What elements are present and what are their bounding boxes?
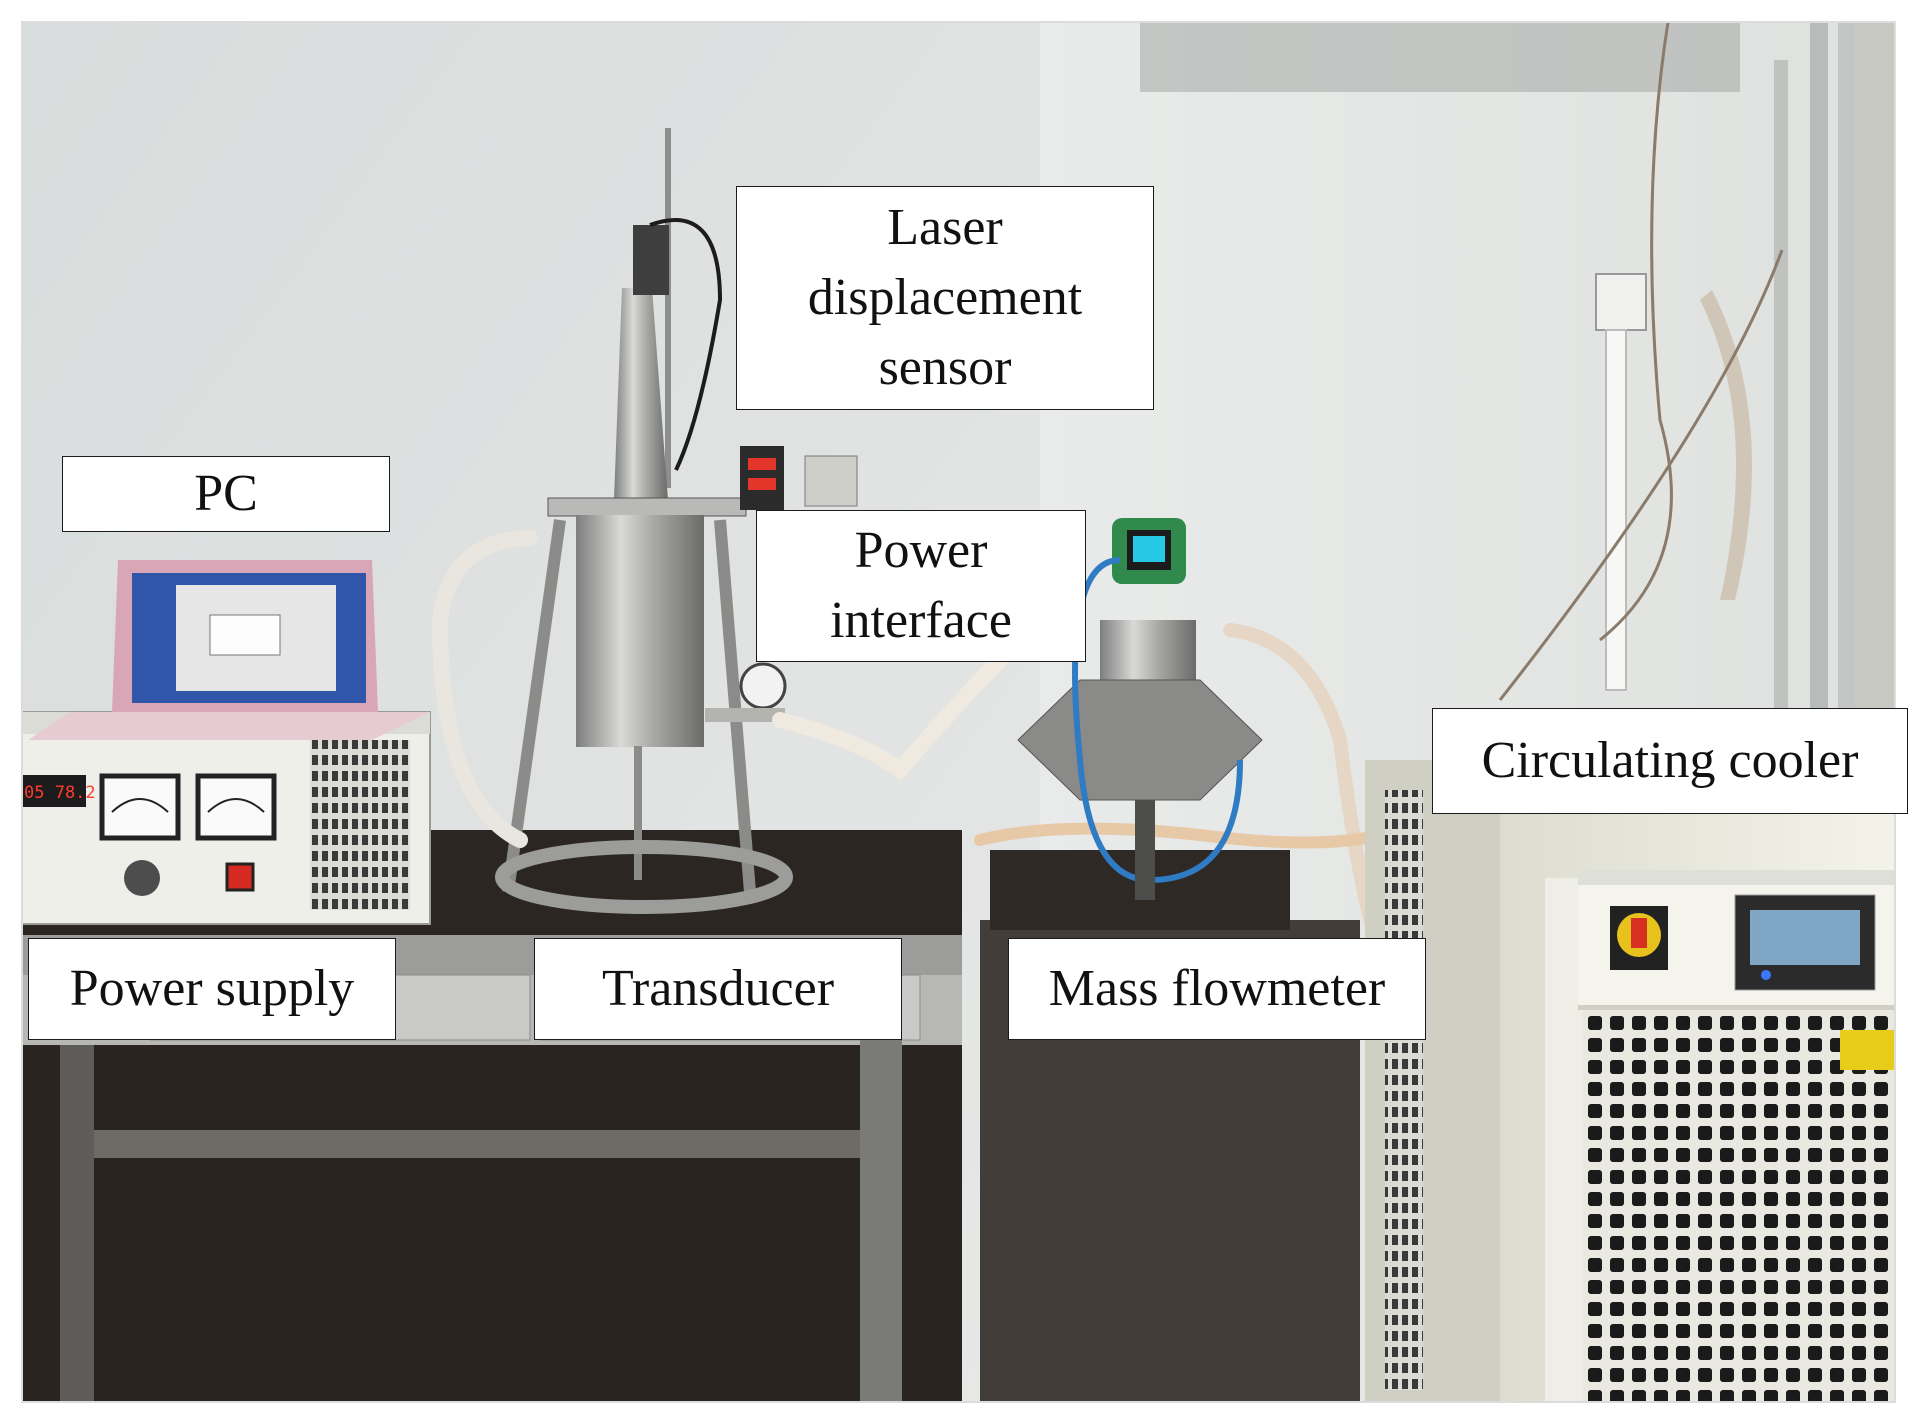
power-supply-display: 05 78.2 xyxy=(24,783,96,803)
label-pc: PC xyxy=(62,456,390,532)
laptop xyxy=(28,560,430,740)
label-power-supply-text: Power supply xyxy=(69,959,355,1017)
label-laser-line-1: Laser xyxy=(887,198,1003,256)
label-laser-displacement-sensor: Laser displacement sensor xyxy=(736,186,1154,410)
label-transducer: Transducer xyxy=(534,938,902,1040)
label-mass-flowmeter-text: Mass flowmeter xyxy=(1048,959,1386,1017)
label-power-interface: Power interface xyxy=(756,510,1086,662)
label-transducer-text: Transducer xyxy=(601,959,835,1017)
label-laser-line-2: displacement xyxy=(807,268,1083,326)
mass-flowmeter xyxy=(1017,518,1263,900)
label-circulating-cooler-text: Circulating cooler xyxy=(1481,731,1859,789)
label-laser-line-3: sensor xyxy=(878,339,1012,397)
wall-pipes xyxy=(1498,21,1854,742)
ceiling-shadow xyxy=(1140,22,1740,92)
flowmeter-stand xyxy=(980,850,1360,1402)
label-power-interface-line-1: Power xyxy=(854,521,988,579)
label-mass-flowmeter: Mass flowmeter xyxy=(1008,938,1426,1040)
power-supply-unit: 05 78.2 xyxy=(21,711,431,925)
label-power-interface-line-2: interface xyxy=(830,592,1012,649)
controller-boxes xyxy=(740,446,858,510)
label-pc-text: PC xyxy=(194,464,258,522)
label-circulating-cooler: Circulating cooler xyxy=(1432,708,1908,814)
label-power-supply: Power supply xyxy=(28,938,396,1040)
circulating-cooler xyxy=(1365,710,1895,1402)
